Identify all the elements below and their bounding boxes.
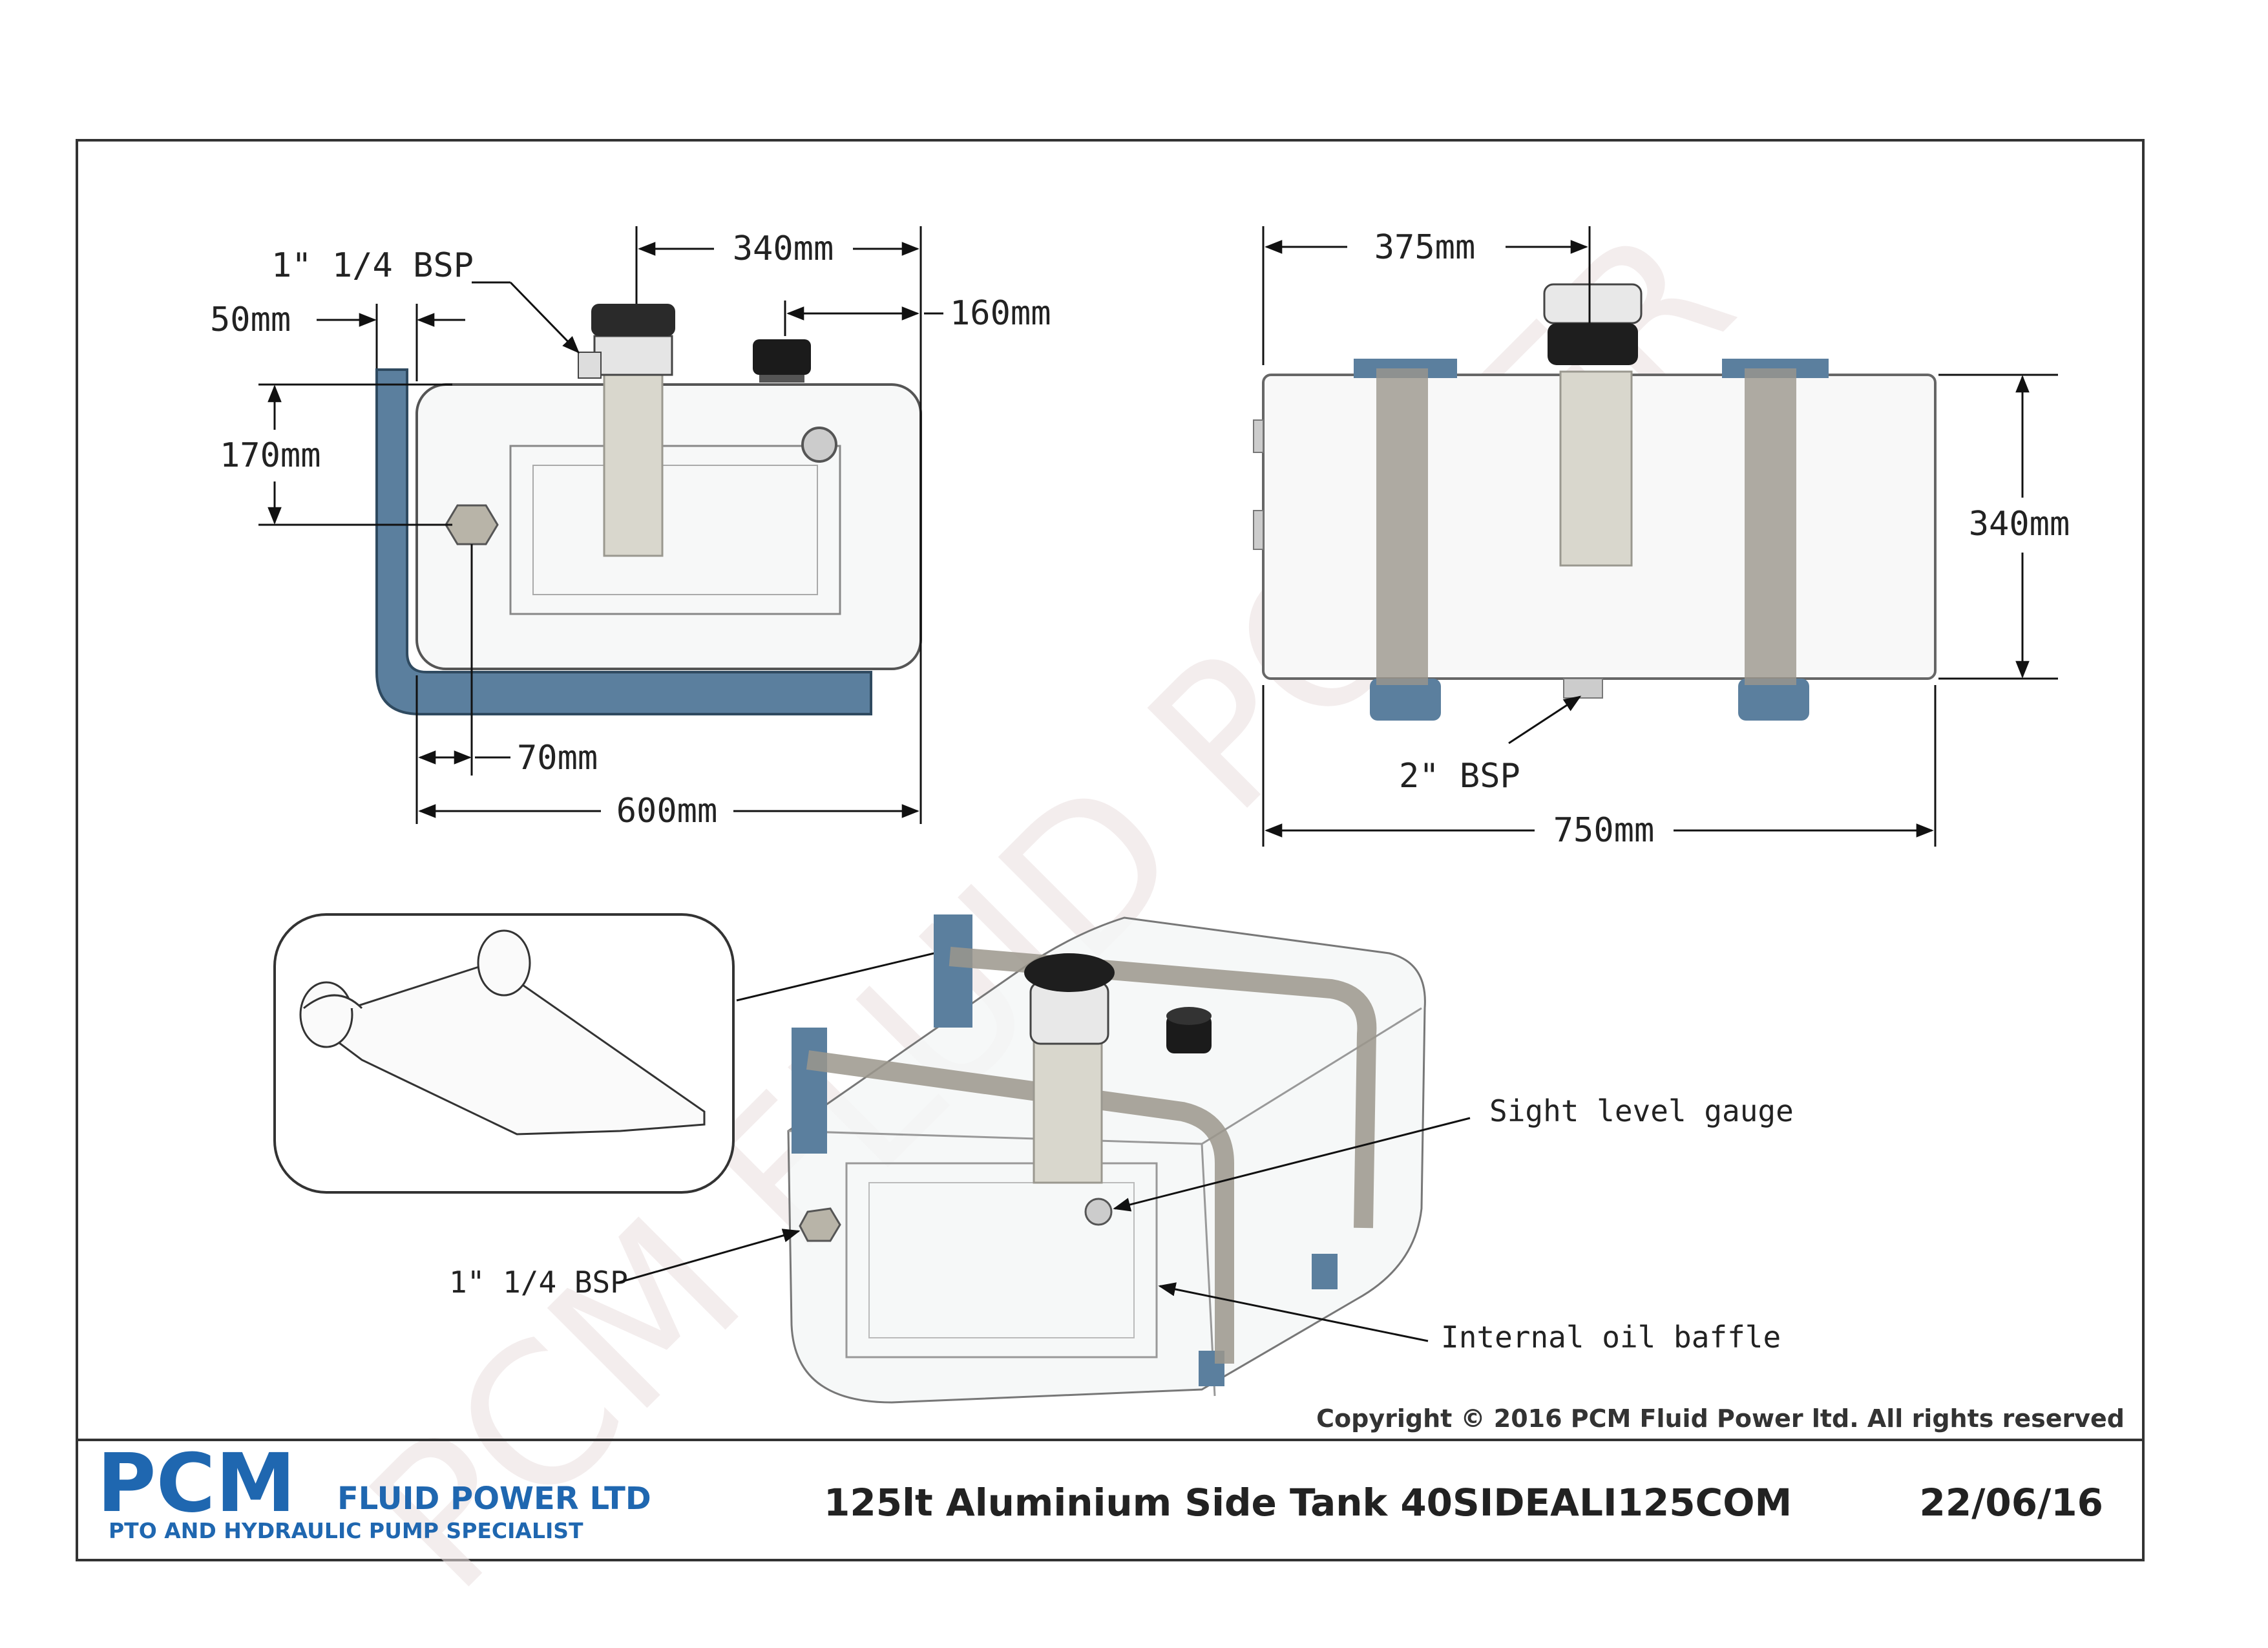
iso-view: Sight level gauge 1" 1/4 BSP Internal oi… xyxy=(273,913,1794,1404)
logo-tagline: PTO AND HYDRAULIC PUMP SPECIALIST xyxy=(109,1518,583,1543)
callout-port: 1" 1/4 BSP xyxy=(449,1265,628,1300)
filler-breather-icon xyxy=(578,304,675,379)
mounting-bracket xyxy=(375,368,872,715)
logo-sub: FLUID POWER LTD xyxy=(337,1481,651,1517)
dim-width: 600mm xyxy=(616,792,718,830)
strap-left xyxy=(1376,368,1428,685)
sight-gauge-icon xyxy=(801,427,837,463)
dim-cap-offset: 160mm xyxy=(950,294,1051,333)
filler-breather-side-icon xyxy=(1548,323,1638,365)
company-logo: PCM FLUID POWER LTD PTO AND HYDRAULIC PU… xyxy=(97,1437,651,1543)
baffle-outline xyxy=(509,445,841,615)
sight-gauge-iso-icon xyxy=(1084,1198,1113,1226)
callout-baffle: Internal oil baffle xyxy=(1441,1320,1781,1355)
tank-cap-iso-icon xyxy=(1166,1007,1212,1053)
label-port-top: 1" 1/4 BSP xyxy=(271,246,474,285)
hex-port-icon xyxy=(445,504,499,545)
dim-offset-left: 50mm xyxy=(210,301,291,339)
strap-right xyxy=(1745,368,1796,685)
copyright: Copyright © 2016 PCM Fluid Power ltd. Al… xyxy=(1316,1404,2125,1433)
callout-sight-gauge: Sight level gauge xyxy=(1489,1093,1794,1128)
dim-side-height: 340mm xyxy=(1969,505,2070,544)
tank-body-iso xyxy=(787,916,1426,1404)
dim-length: 750mm xyxy=(1553,811,1655,850)
tank-cap-icon xyxy=(753,339,811,383)
dim-height-port: 170mm xyxy=(220,436,321,475)
dim-side-offset: 70mm xyxy=(517,739,598,777)
baffle-detail-icon xyxy=(299,929,706,1136)
side-view: 375mm 340mm 2" BSP 750mm xyxy=(1253,226,2070,850)
filler-breather-iso-icon xyxy=(1024,953,1115,1045)
dim-top-offset: 375mm xyxy=(1374,228,1476,267)
sheet-border xyxy=(76,139,2145,1561)
dim-filler-spacing: 340mm xyxy=(733,229,834,268)
drawing-date: 22/06/16 xyxy=(1919,1481,2103,1525)
label-drain: 2" BSP xyxy=(1399,757,1520,796)
drawing-title: 125lt Aluminium Side Tank 40SIDEALI125CO… xyxy=(824,1481,1792,1525)
logo-main: PCM xyxy=(97,1437,296,1530)
suction-pipe xyxy=(603,374,664,557)
hex-port-iso-icon xyxy=(799,1207,841,1242)
front-view: 340mm 160mm 1" 1/4 BSP 50mm 170mm 70mm 6… xyxy=(210,226,1051,830)
